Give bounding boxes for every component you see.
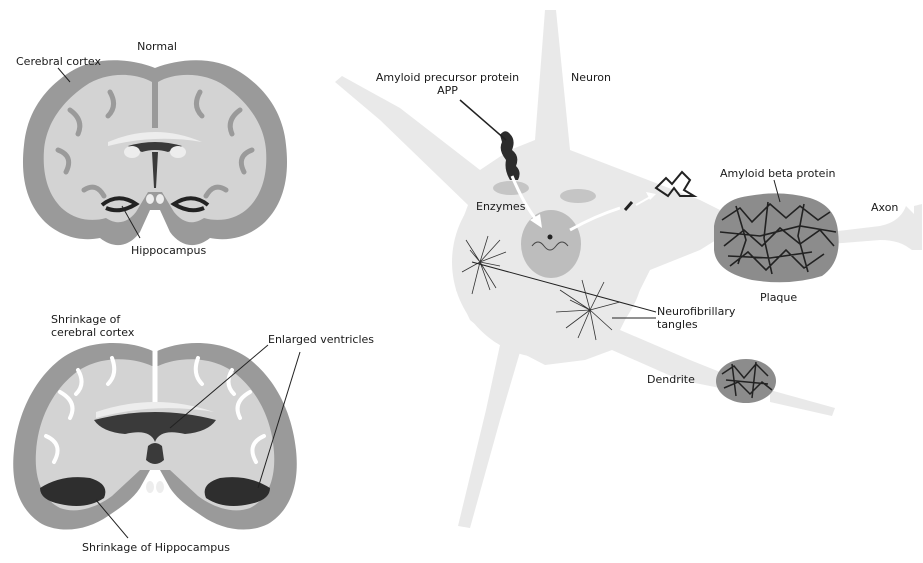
label-neurofibrillary-2: tangles: [657, 318, 698, 331]
normal-pit-r: [156, 194, 164, 204]
label-shrinkage-hippocampus: Shrinkage of Hippocampus: [82, 541, 230, 554]
enzyme-1: [493, 181, 529, 195]
dendrite-plaque: [716, 359, 776, 403]
label-enzymes: Enzymes: [476, 200, 525, 213]
nucleus-dot: [548, 235, 553, 240]
plaque: [714, 193, 839, 282]
nucleus: [521, 210, 581, 278]
label-shrinkage-cortex-1: Shrinkage of: [51, 313, 120, 326]
label-plaque: Plaque: [760, 291, 797, 304]
label-app-1: Amyloid precursor protein: [360, 71, 535, 84]
ad-pit-r: [156, 481, 164, 493]
normal-brain: [23, 60, 287, 245]
normal-thalamus-r: [170, 146, 186, 158]
enzyme-2: [560, 189, 596, 203]
label-enlarged-ventricles: Enlarged ventricles: [268, 333, 374, 346]
label-amyloid-beta: Amyloid beta protein: [720, 167, 835, 180]
normal-pit-l: [146, 194, 154, 204]
label-hippocampus: Hippocampus: [131, 244, 206, 257]
dendrite-right: [770, 390, 835, 416]
label-neurofibrillary-1: Neurofibrillary: [657, 305, 735, 318]
app-leader: [460, 100, 506, 140]
label-app-2: APP: [360, 84, 535, 97]
label-normal: Normal: [122, 40, 192, 53]
ad-pit-l: [146, 481, 154, 493]
label-dendrite: Dendrite: [647, 373, 695, 386]
label-axon: Axon: [871, 201, 898, 214]
label-neuron: Neuron: [571, 71, 611, 84]
label-cerebral-cortex: Cerebral cortex: [16, 55, 101, 68]
normal-thalamus-l: [124, 146, 140, 158]
label-shrinkage-cortex-2: cerebral cortex: [51, 326, 134, 339]
alzheimers-brain: [13, 343, 300, 538]
